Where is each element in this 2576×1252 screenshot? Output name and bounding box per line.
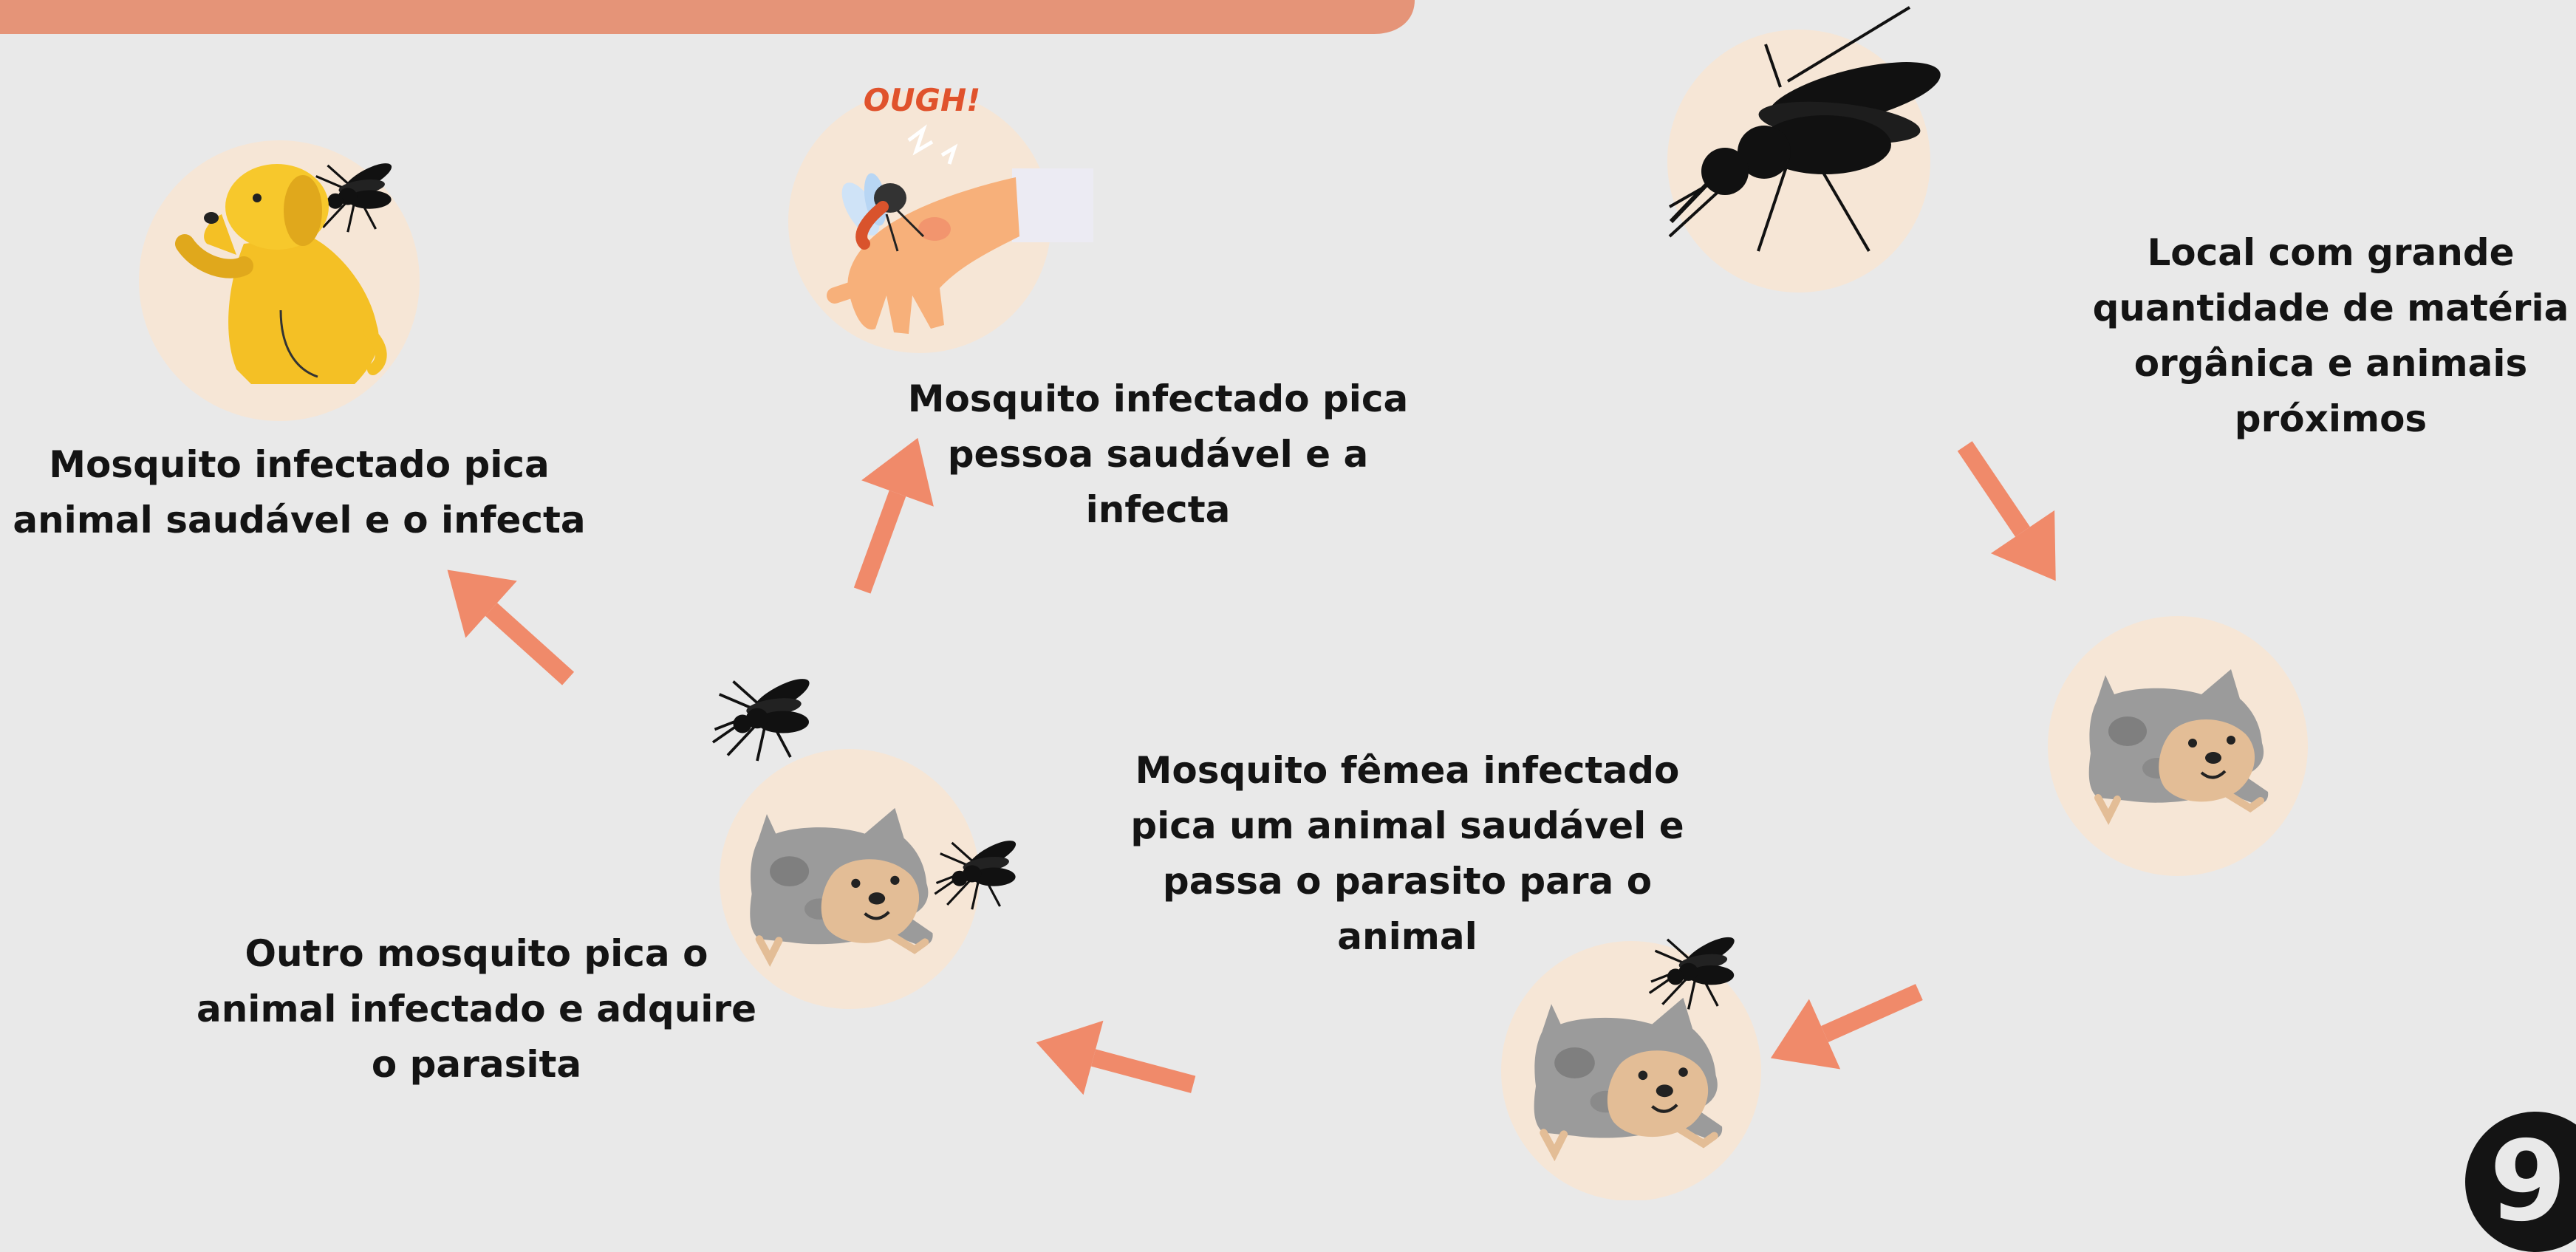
illustrations-layer: OUGH! [0, 0, 2308, 1200]
ough-text: OUGH! [864, 82, 981, 118]
arrow-icon [1755, 957, 1935, 1093]
label-female-bites-healthy: Mosquito fêmea infectado pica um animal … [1130, 749, 1684, 958]
hand-bite-icon: OUGH! [827, 82, 1093, 334]
label-infects-animal: Mosquito infectado pica animal saudável … [13, 443, 586, 541]
mosquito-icon [711, 671, 816, 762]
label-breeding-site: Local com grande quantidade de matéria o… [2092, 231, 2569, 440]
label-infects-person: Mosquito infectado pica pessoa saudável … [907, 377, 1409, 531]
arrow-icon [1933, 425, 2088, 603]
header-banner [0, 0, 1415, 34]
label-another-mosquito-acquires: Outro mosquito pica o animal infectado e… [196, 932, 757, 1086]
mosquito-icon [1668, 6, 1941, 253]
yellow-dog-icon [175, 164, 387, 384]
arrow-icon [422, 541, 594, 707]
arrow-icon [1026, 1005, 1203, 1121]
